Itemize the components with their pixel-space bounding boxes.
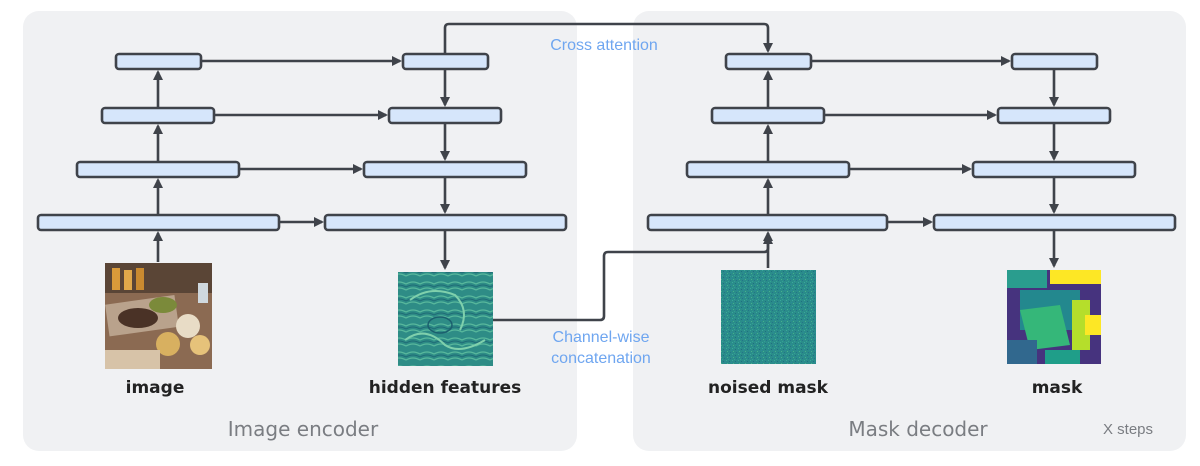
decoder-down-block-3 (685, 160, 851, 179)
cross-attention-arrow (443, 22, 773, 54)
encoder-down-block-3 (75, 160, 241, 179)
output-mask-thumbnail (1007, 270, 1101, 364)
decoder-up-block-3 (971, 160, 1137, 179)
decoder-up-block-2 (996, 106, 1112, 125)
encoder-up-block-3 (362, 160, 528, 179)
image-label: image (126, 378, 185, 398)
mask-decoder-title: Mask decoder (848, 417, 988, 441)
encoder-up-block-4 (323, 213, 568, 232)
image-encoder-title: Image encoder (228, 417, 379, 441)
channel-concat-arrow (493, 234, 773, 322)
decoder-up-block-4 (932, 213, 1177, 232)
decoder-down-block-1 (724, 52, 813, 71)
encoder-down-block-1 (114, 52, 203, 71)
encoder-down-block-4 (36, 213, 281, 232)
encoder-up-block-1 (401, 52, 490, 71)
decoder-down-block-4 (646, 213, 889, 232)
channel-concat-label-line1: Channel-wise (553, 329, 650, 346)
decoder-up-block-1 (1010, 52, 1099, 71)
decoder-down-block-2 (710, 106, 826, 125)
noised-mask-label: noised mask (708, 378, 829, 398)
encoder-down-block-2 (100, 106, 216, 125)
input-image-thumbnail (105, 263, 212, 369)
noised-mask-thumbnail (721, 270, 816, 364)
hidden-features-label: hidden features (369, 378, 521, 398)
x-steps-label: X steps (1103, 421, 1153, 438)
channel-concat-label-line2: concatenation (551, 350, 651, 367)
encoder-up-block-2 (387, 106, 503, 125)
hidden-features-thumbnail (398, 272, 493, 366)
cross-attention-label: Cross attention (550, 37, 658, 54)
mask-label: mask (1032, 378, 1083, 398)
